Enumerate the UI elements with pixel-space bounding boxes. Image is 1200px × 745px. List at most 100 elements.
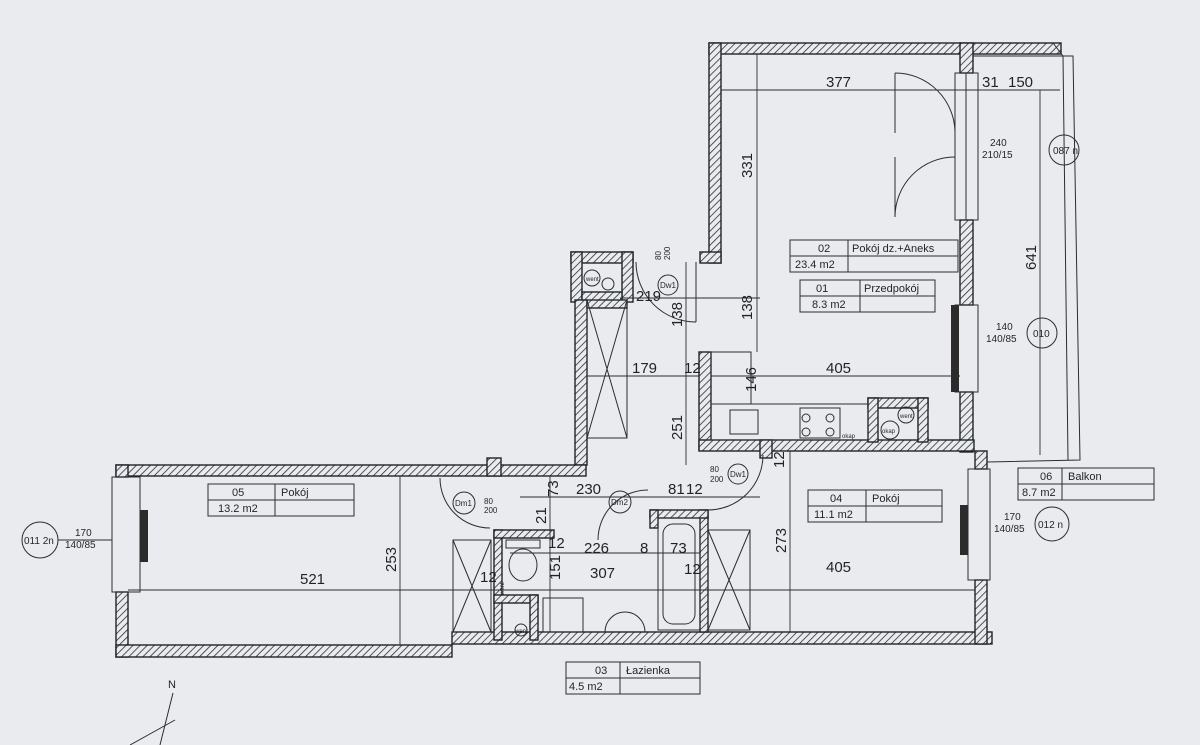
dim-31: 31 — [982, 74, 999, 91]
dim-151: 151 — [547, 555, 564, 580]
door-tag-dm2: Dm2 — [608, 490, 632, 514]
dim-521: 521 — [300, 571, 325, 588]
hood-label-2: okap — [842, 434, 856, 440]
dim-12-d: 12 — [480, 569, 497, 586]
svg-text:012 n: 012 n — [1038, 520, 1063, 531]
walls — [115, 42, 1062, 658]
svg-text:200: 200 — [484, 506, 498, 515]
svg-text:Dw1: Dw1 — [660, 281, 677, 290]
svg-text:80: 80 — [654, 251, 663, 260]
svg-text:240: 240 — [990, 138, 1007, 149]
door-swings — [439, 72, 956, 541]
dim-12-b: 12 — [771, 451, 788, 468]
svg-text:80: 80 — [710, 465, 719, 474]
room-name: Balkon — [1068, 471, 1102, 483]
dim-21: 21 — [533, 507, 550, 524]
dim-12-e: 12 — [684, 561, 701, 578]
room-name: Łazienka — [626, 665, 671, 677]
window-tag-010: 010 140 140/85 — [986, 317, 1058, 349]
dim-641: 641 — [1023, 245, 1040, 270]
room-label-02: 02 Pokój dz.+Aneks 23.4 m2 — [789, 239, 959, 273]
dim-230: 230 — [576, 481, 601, 498]
room-label-01: 01 Przedpokój 8.3 m2 — [799, 279, 936, 313]
vent-label: went — [585, 277, 599, 283]
room-label-04: 04 Pokój 11.1 m2 — [807, 489, 943, 523]
svg-text:200: 200 — [710, 475, 724, 484]
svg-text:011 2n: 011 2n — [24, 536, 54, 547]
svg-text:010: 010 — [1033, 329, 1050, 340]
dim-405-b: 405 — [826, 559, 851, 576]
svg-text:140/85: 140/85 — [986, 334, 1017, 345]
room-area: 23.4 m2 — [795, 259, 835, 271]
room-name: Pokój — [281, 487, 309, 499]
room-number: 06 — [1040, 471, 1052, 483]
room-number: 05 — [232, 487, 244, 499]
vent-label: went — [899, 414, 913, 420]
room-number: 03 — [595, 665, 607, 677]
room-number: 01 — [816, 283, 828, 295]
svg-text:140: 140 — [996, 322, 1013, 333]
dimension-lines — [128, 54, 1060, 645]
dim-146: 146 — [743, 367, 760, 392]
dim-253: 253 — [383, 547, 400, 572]
dim-8: 8 — [640, 540, 648, 557]
svg-text:170: 170 — [1004, 512, 1021, 523]
dim-226: 226 — [584, 540, 609, 557]
north-label: N — [168, 679, 176, 691]
svg-text:Dm1: Dm1 — [455, 499, 472, 508]
dim-81: 81 — [668, 481, 685, 498]
room-label-05: 05 Pokój 13.2 m2 — [207, 483, 355, 517]
door-tag-dm1: Dm1 80 200 — [452, 491, 498, 515]
window-tag-087: 087 n 240 210/15 — [982, 134, 1080, 166]
svg-text:80: 80 — [484, 497, 493, 506]
dim-73-b: 73 — [670, 540, 687, 557]
svg-text:Dm2: Dm2 — [611, 498, 628, 507]
vent-label: went — [500, 582, 506, 596]
dim-138-b: 138 — [739, 295, 756, 320]
room-name: Pokój — [872, 493, 900, 505]
dim-331: 331 — [739, 153, 756, 178]
dim-179: 179 — [632, 360, 657, 377]
vent-label: went — [514, 629, 528, 635]
door-tag-dw1-b: Dw1 80 200 — [710, 463, 749, 485]
windows — [111, 42, 1081, 593]
room-number: 04 — [830, 493, 842, 505]
dim-150: 150 — [1008, 74, 1033, 91]
dim-73-a: 73 — [545, 480, 562, 497]
dim-273: 273 — [773, 528, 790, 553]
dim-219: 219 — [636, 288, 661, 305]
dim-12-c: 12 — [686, 481, 703, 498]
window-tag-011: 011 2n 170 140/85 — [21, 521, 112, 559]
room-name: Pokój dz.+Aneks — [852, 243, 935, 255]
room-number: 02 — [818, 243, 830, 255]
north-compass: N — [129, 679, 176, 745]
dim-251: 251 — [669, 415, 686, 440]
window-tag-012: 012 n 170 140/85 — [994, 506, 1070, 542]
dimension-texts: 377 31 150 331 641 219 138 138 179 12 40… — [300, 74, 1040, 588]
dim-138-a: 138 — [669, 302, 686, 327]
room-label-03: 03 Łazienka 4.5 m2 — [565, 661, 701, 695]
room-area: 4.5 m2 — [569, 681, 603, 693]
dim-12-a: 12 — [684, 360, 701, 377]
svg-text:Dw1: Dw1 — [730, 470, 747, 479]
svg-text:140/85: 140/85 — [65, 540, 96, 551]
dim-307: 307 — [590, 565, 615, 582]
fixtures — [452, 299, 869, 633]
svg-text:140/85: 140/85 — [994, 524, 1025, 535]
room-label-06: 06 Balkon 8.7 m2 — [1017, 467, 1155, 501]
room-area: 13.2 m2 — [218, 503, 258, 515]
hood-label: okap — [882, 429, 896, 435]
vent-markers: went went okap okap went went — [500, 269, 915, 637]
svg-text:170: 170 — [75, 528, 92, 539]
dim-405-a: 405 — [826, 360, 851, 377]
room-name: Przedpokój — [864, 283, 919, 295]
svg-text:210/15: 210/15 — [982, 150, 1013, 161]
door-tag-dw1-a: Dw1 80 200 — [654, 246, 679, 296]
svg-text:200: 200 — [663, 246, 672, 260]
room-area: 8.7 m2 — [1022, 487, 1056, 499]
svg-text:087 n: 087 n — [1053, 146, 1078, 157]
room-area: 8.3 m2 — [812, 299, 846, 311]
dim-12-f: 12 — [548, 535, 565, 552]
dim-377: 377 — [826, 74, 851, 91]
